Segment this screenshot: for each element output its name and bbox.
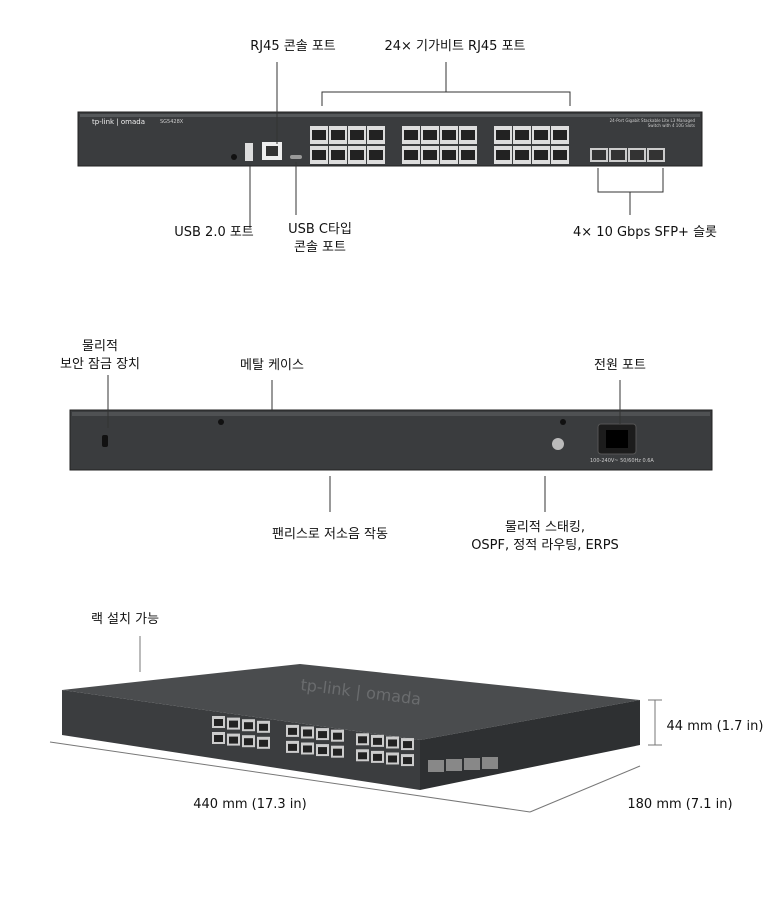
rj45-port-socket (229, 720, 238, 728)
rj45-port-socket (388, 755, 397, 763)
rj45-port-socket (373, 737, 382, 745)
rj45-port-socket (318, 747, 327, 755)
label-gigabit-ports: 24× 기가비트 RJ45 포트 (384, 39, 526, 54)
front-panel (77, 111, 703, 167)
lock-slot-icon (102, 435, 108, 447)
rj45-port-socket (303, 729, 312, 737)
desc-line1: 24-Port Gigabit Stackable Lite L3 Manage… (609, 118, 695, 123)
label-depth: 180 mm (7.1 in) (627, 797, 733, 812)
rj45-port-socket (244, 722, 253, 730)
features-line2: OSPF, 정적 라우팅, ERPS (471, 538, 619, 553)
rj45-port-socket (358, 736, 367, 744)
switch-perspective: tp-link | omada (62, 664, 640, 790)
rj45-port-socket (369, 130, 383, 140)
rj45-port-socket (461, 150, 475, 160)
label-fanless: 팬리스로 저소음 작동 (272, 527, 388, 542)
label-rack-mount: 랙 설치 가능 (90, 612, 160, 627)
rj45-port-socket (403, 741, 412, 749)
rear-callouts (107, 375, 621, 512)
sfp-slot-inner (649, 150, 663, 160)
rj45-port-socket (358, 752, 367, 760)
label-width: 440 mm (17.3 in) (193, 797, 307, 812)
dimension-lines (49, 636, 662, 813)
rj45-port-socket (404, 150, 418, 160)
sfp-slot (464, 758, 480, 770)
rj45-port-socket (229, 736, 238, 744)
rj45-port-socket (388, 739, 397, 747)
sfp-slot (482, 757, 498, 769)
rj45-port-socket (515, 130, 529, 140)
desc-line2: Switch with 4 10G Slots (647, 123, 695, 128)
rj45-port-socket (404, 130, 418, 140)
model-description: 24-Port Gigabit Stackable Lite L3 Manage… (605, 118, 695, 128)
rj45-port-socket (331, 150, 345, 160)
rj45-port-socket (553, 130, 567, 140)
model-text: SG5428X (160, 119, 184, 125)
rj45-port-socket (333, 748, 342, 756)
rj45-port-socket (312, 150, 326, 160)
label-height: 44 mm (1.7 in) (666, 719, 764, 734)
rj45-port-socket (331, 130, 345, 140)
rj45-port-socket (442, 130, 456, 140)
rj45-port-socket (403, 757, 412, 765)
rj45-port-socket (461, 130, 475, 140)
rj45-port-socket (350, 130, 364, 140)
rj45-port-socket (534, 130, 548, 140)
rj45-port-socket (303, 745, 312, 753)
sfp-slot-inner (630, 150, 644, 160)
rj45-port-socket (214, 719, 223, 726)
rj45-port-socket (312, 130, 326, 140)
rj45-port-socket (259, 723, 268, 731)
rj45-port-socket (534, 150, 548, 160)
label-power-port: 전원 포트 (594, 358, 646, 373)
label-features: 물리적 스태킹, OSPF, 정적 라우팅, ERPS (471, 519, 619, 555)
power-rating: 100-240V~ 50/60Hz 0.6A (590, 458, 654, 464)
sfp-slot (428, 760, 444, 772)
label-sfp: 4× 10 Gbps SFP+ 슬롯 (573, 225, 717, 240)
sfp-slot (446, 759, 462, 771)
label-metal-case: 메탈 케이스 (240, 358, 304, 373)
label-usb: USB 2.0 포트 (174, 225, 254, 240)
rj45-port-socket (214, 735, 223, 742)
rj45-port-socket (442, 150, 456, 160)
rj45-port-socket (423, 150, 437, 160)
label-usbc-line1: USB C타입 (288, 222, 352, 237)
label-rj45-console: RJ45 콘솔 포트 (250, 39, 336, 54)
rj45-port-socket (373, 753, 382, 761)
rj45-port-socket (288, 727, 297, 735)
rj45-port-socket (553, 150, 567, 160)
rj45-port-socket (288, 743, 297, 751)
rear-panel (69, 409, 713, 471)
front-callouts (249, 62, 664, 228)
rj45-port-socket (350, 150, 364, 160)
lock-line2: 보안 잠금 장치 (59, 357, 141, 372)
rj45-port-socket (333, 732, 342, 740)
features-line1: 물리적 스태킹, (504, 520, 586, 535)
label-usbc-line2: 콘솔 포트 (294, 240, 346, 255)
rj45-port-socket (369, 150, 383, 160)
lock-line1: 물리적 (82, 339, 118, 354)
rj45-port-socket (318, 731, 327, 739)
rj45-port-socket (515, 150, 529, 160)
sfp-slot-inner (592, 150, 606, 160)
rj45-port-socket (496, 130, 510, 140)
rj45-port-socket (496, 150, 510, 160)
ground-screw-icon (552, 438, 564, 450)
rj45-port-socket (259, 739, 268, 747)
brand-logo: tp-link | omada (92, 118, 146, 126)
rj45-port-socket (244, 738, 253, 746)
sfp-slot-inner (611, 150, 625, 160)
rj45-port-socket (423, 130, 437, 140)
